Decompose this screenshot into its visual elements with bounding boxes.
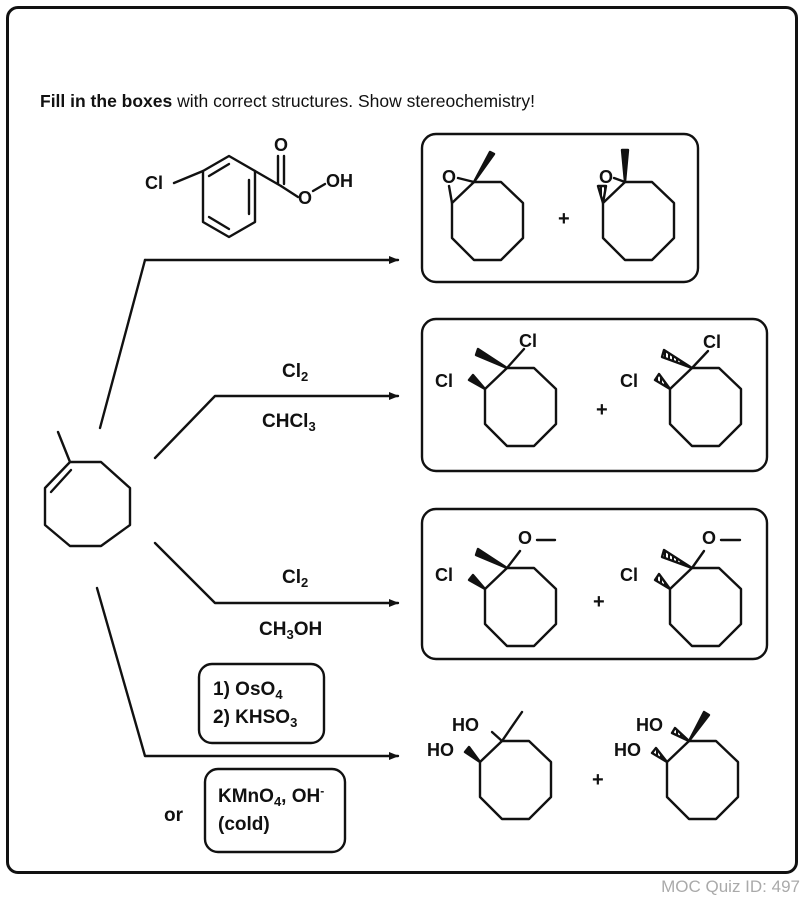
kmno4-label: KMnO4, OH- [218, 784, 325, 809]
epoxide-2-oxygen-label: O [599, 167, 614, 187]
chloroether-product-2 [653, 538, 743, 648]
plus-sign-diol: + [592, 769, 604, 791]
product-box-chloroether [420, 507, 769, 661]
quiz-frame [6, 6, 798, 874]
dichloride-1-top-cl-label: Cl [519, 331, 537, 351]
oso4-step-label: 1) OsO4 [213, 679, 283, 702]
reaction-arrow-halo-ether [153, 541, 400, 607]
dichloride-product-2 [653, 348, 743, 448]
mcpba-oh-label: OH [326, 171, 353, 191]
diol-product-1 [463, 710, 553, 821]
chloroether-1-oxygen-label: O [518, 528, 533, 548]
epoxide-1-oxygen-label: O [442, 167, 457, 187]
starting-alkene-molecule [43, 430, 132, 548]
mcpba-cl-label: Cl [145, 173, 163, 193]
reaction-arrow-chlorination [153, 392, 400, 460]
cl2-reagent-label-2: Cl2 [282, 567, 309, 590]
mcpba-peroxy-o-label: O [298, 188, 313, 208]
dichloride-2-top-cl-label: Cl [703, 332, 721, 352]
plus-sign-chloroether: + [593, 591, 605, 613]
mcpba-carbonyl-o-label: O [274, 135, 289, 155]
cl2-reagent-label: Cl2 [282, 361, 309, 384]
diol-1-side-ho-label: HO [427, 740, 454, 760]
diol-1-top-ho-label: HO [452, 715, 479, 735]
instruction-rest: with correct structures. Show stereochem… [172, 91, 535, 111]
reagent-box-permanganate [203, 767, 347, 854]
chloroether-2-oxygen-label: O [702, 528, 717, 548]
diol-2-top-ho-label: HO [636, 715, 663, 735]
ch3oh-solvent-label: CH3OH [259, 619, 323, 642]
khso3-step-label: 2) KHSO3 [213, 707, 298, 730]
reagent-box-osmium [197, 662, 326, 745]
instruction-bold: Fill in the boxes [40, 91, 173, 111]
epoxide-product-1 [447, 150, 525, 262]
diol-2-side-ho-label: HO [614, 740, 641, 760]
chloroether-2-cl-label: Cl [620, 565, 638, 585]
diol-product-2 [650, 710, 740, 821]
plus-sign-epoxide: + [558, 208, 570, 230]
cold-condition-label: (cold) [218, 814, 270, 835]
branch-line-epoxidation [98, 258, 147, 430]
chcl3-solvent-label: CHCl3 [262, 411, 316, 434]
chloroether-product-1 [467, 538, 558, 648]
epoxide-product-2 [596, 148, 676, 262]
dichloride-1-side-cl-label: Cl [435, 371, 453, 391]
instruction-text: Fill in the boxes with correct structure… [40, 91, 535, 111]
plus-sign-dichloride: + [596, 399, 608, 421]
dichloride-2-side-cl-label: Cl [620, 371, 638, 391]
reaction-arrow-dihydroxylation [95, 586, 400, 760]
product-box-dichloride [420, 317, 769, 473]
or-label: or [164, 805, 183, 826]
product-box-epoxide [420, 132, 700, 284]
mcpba-molecule [172, 154, 327, 239]
quiz-id-footer: MOC Quiz ID: 497 [661, 877, 800, 896]
chloroether-1-cl-label: Cl [435, 565, 453, 585]
dichloride-product-1 [467, 347, 558, 448]
